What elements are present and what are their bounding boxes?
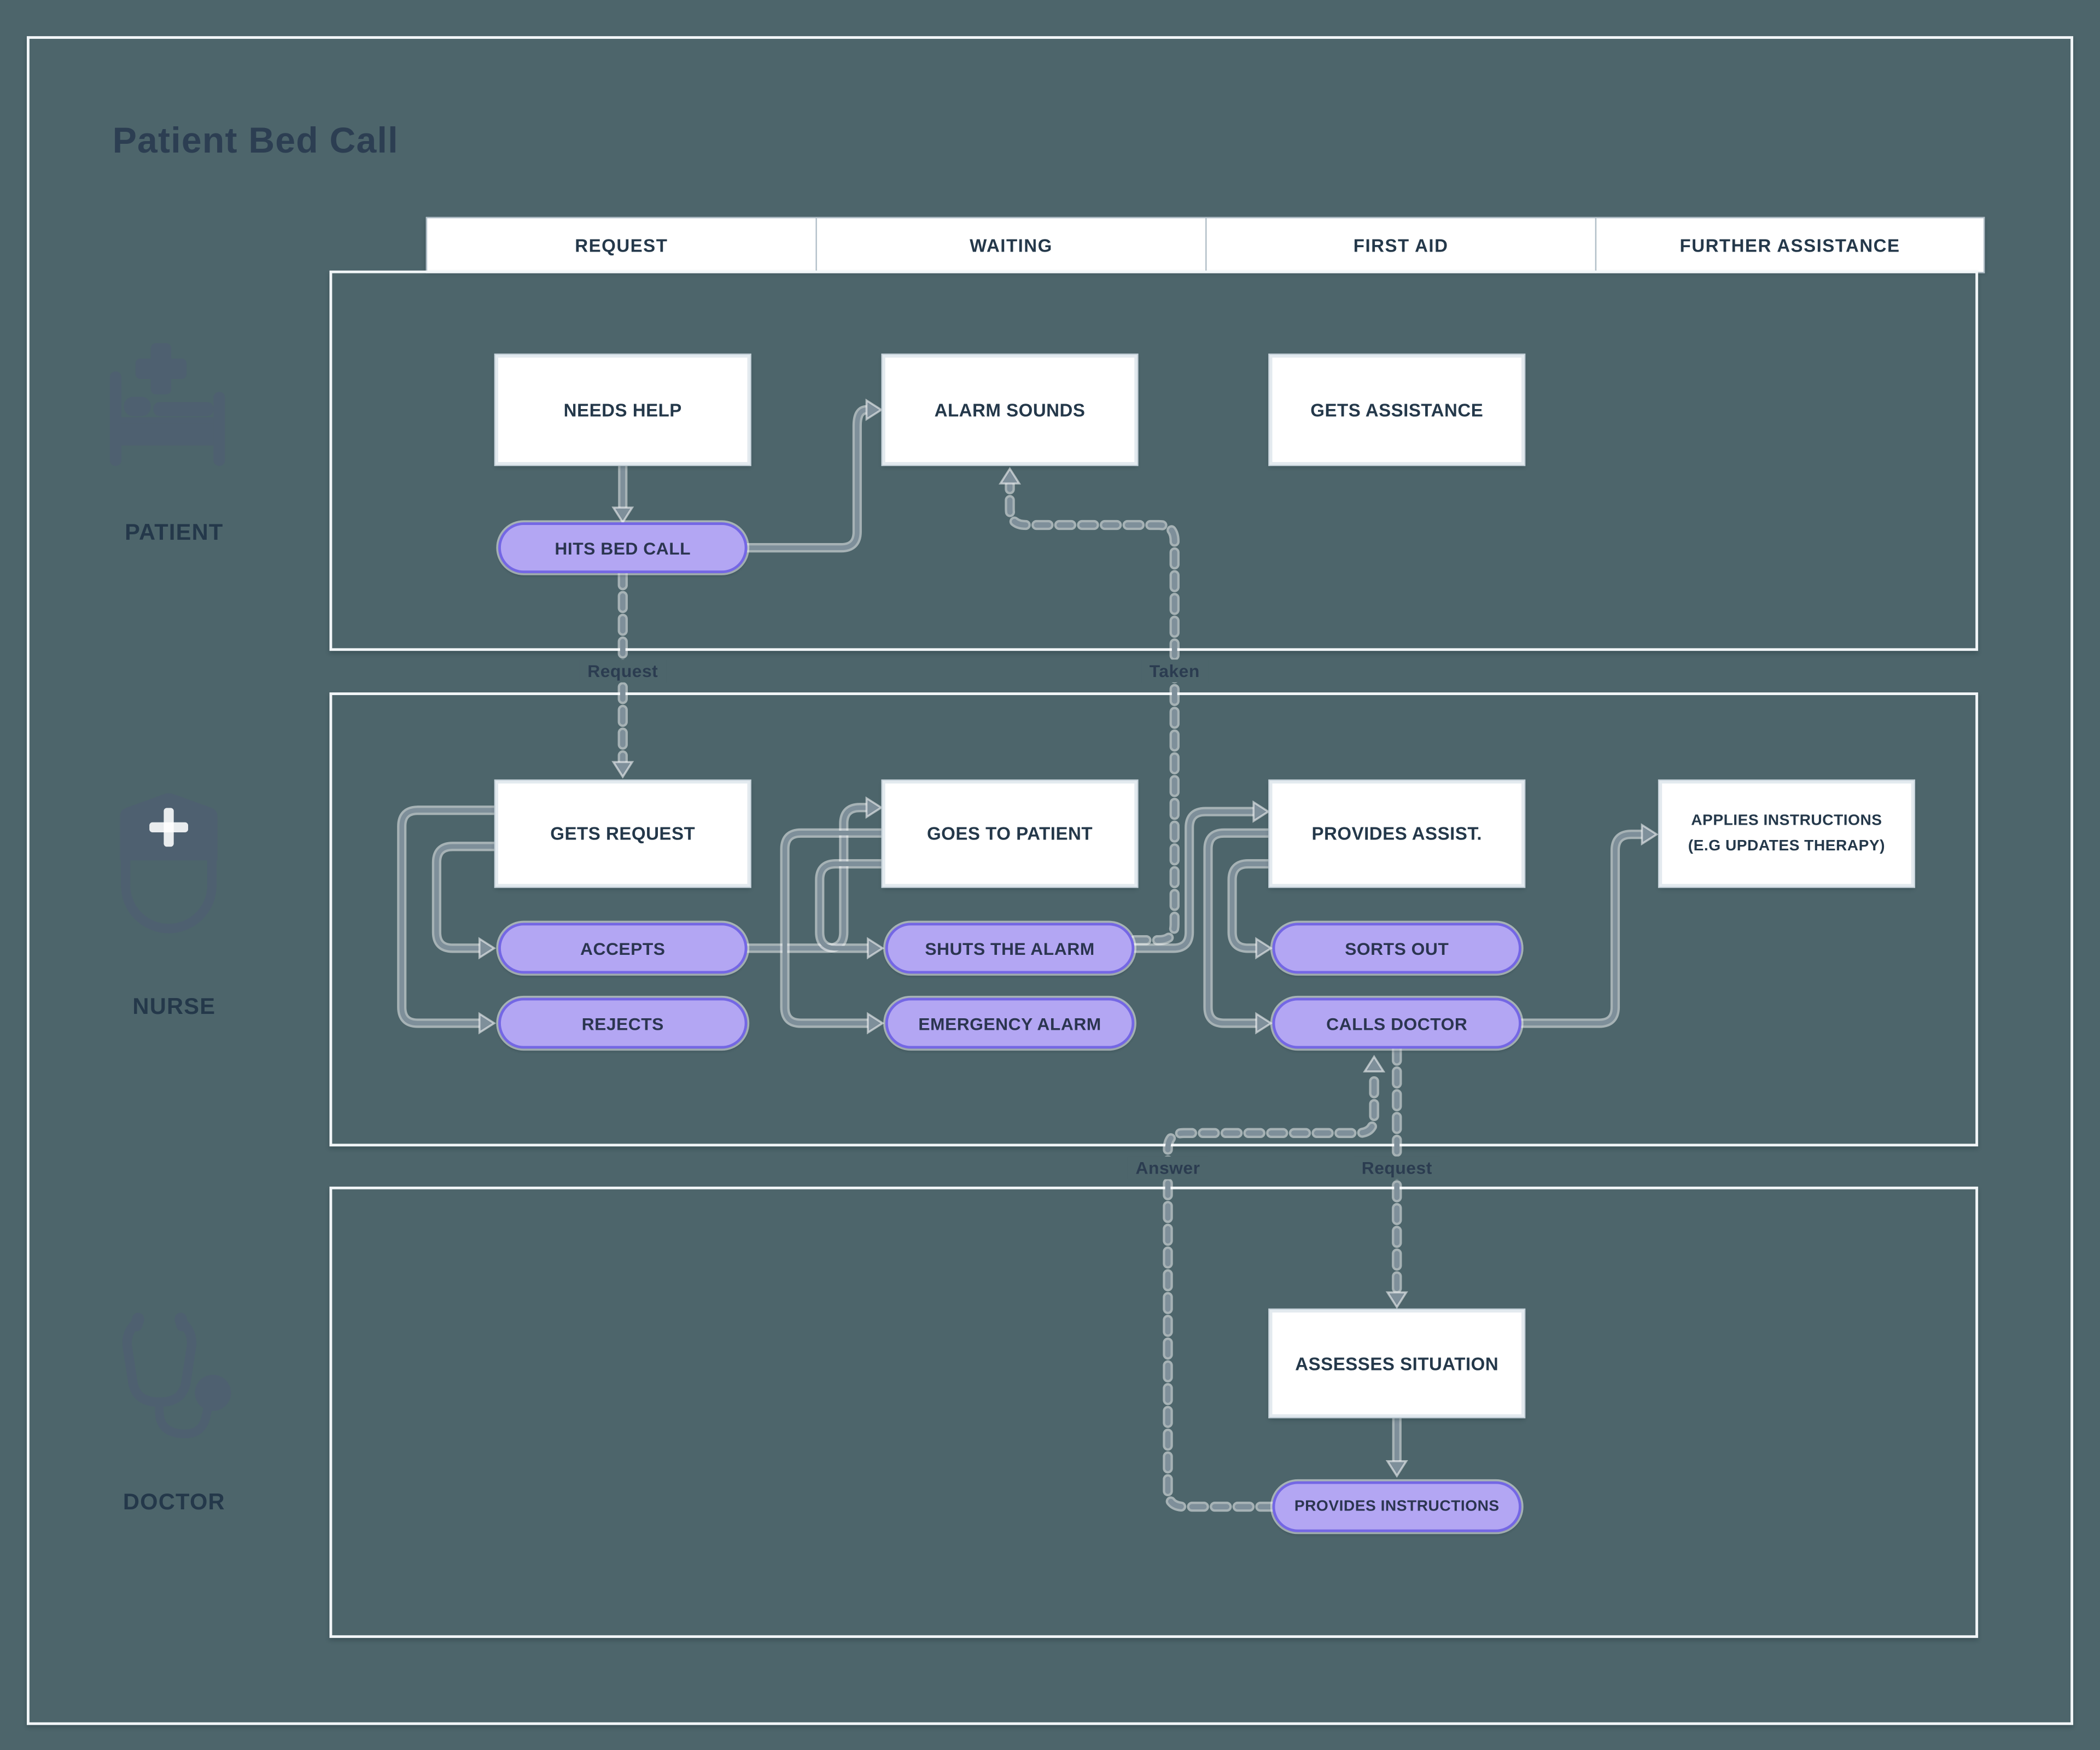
lane-label-nurse: NURSE [132, 994, 216, 1019]
phase-header-row: REQUEST WAITING FIRST AID FURTHER ASSIST… [425, 217, 1985, 273]
phase-header-request: REQUEST [425, 217, 817, 273]
nurse-cap-icon [120, 793, 218, 934]
edge-label-taken: Taken [1141, 660, 1208, 682]
node-applies-instructions[interactable]: APPLIES INSTRUCTIONS (E.G UPDATES THERAP… [1659, 780, 1914, 887]
node-emergency-alarm[interactable]: EMERGENCY ALARM [885, 998, 1135, 1049]
lane-label-patient: PATIENT [125, 520, 224, 545]
edge-label-request-to-nurse: Request [579, 660, 667, 682]
node-rejects[interactable]: REJECTS [498, 998, 748, 1049]
node-alarm-sounds[interactable]: ALARM SOUNDS [882, 354, 1138, 465]
applies-instructions-line1: APPLIES INSTRUCTIONS [1691, 813, 1882, 830]
lane-nurse [329, 692, 1979, 1147]
patient-bed-icon [109, 343, 225, 466]
node-gets-assistance[interactable]: GETS ASSISTANCE [1269, 354, 1524, 465]
edge-answer-provides-instructions-to-calls-doctor [1163, 1054, 1386, 1512]
lane-label-doctor: DOCTOR [122, 1489, 225, 1515]
edge-gets-request-to-rejects [397, 806, 500, 1035]
edge-assesses-situation-to-provides-instructions [1385, 1412, 1408, 1478]
edge-accepts-to-goes-to-patient [742, 796, 883, 953]
node-hits-bed-call[interactable]: HITS BED CALL [498, 522, 748, 574]
node-provides-instructions[interactable]: PROVIDES INSTRUCTIONS [1272, 1481, 1522, 1532]
node-needs-help[interactable]: NEEDS HELP [495, 354, 750, 465]
outer-frame [26, 36, 2074, 1725]
edge-calls-doctor-to-applies-instructions [1516, 823, 1659, 1028]
node-provides-assist[interactable]: PROVIDES ASSIST. [1269, 780, 1524, 887]
edge-label-request-to-doctor: Request [1354, 1156, 1440, 1180]
node-calls-doctor[interactable]: CALLS DOCTOR [1272, 998, 1522, 1049]
edge-gets-request-to-accepts [431, 842, 500, 960]
edge-taken-shuts-alarm-to-alarm-sounds [999, 466, 1180, 946]
edge-goes-to-patient-to-emergency-alarm [780, 828, 888, 1035]
edge-goes-to-patient-to-shuts-the-alarm [815, 859, 888, 960]
applies-instructions-line2: (E.G UPDATES THERAPY) [1688, 837, 1886, 854]
node-assesses-situation[interactable]: ASSESSES SITUATION [1269, 1310, 1524, 1418]
edge-needs-help-to-hits-bed-call [611, 460, 634, 524]
edge-label-answer: Answer [1127, 1156, 1209, 1180]
edge-provides-assist-to-calls-doctor [1203, 828, 1275, 1035]
edge-hits-bed-call-to-alarm-sounds [742, 398, 883, 553]
phase-header-first-aid: FIRST AID [1206, 217, 1597, 273]
lane-patient [329, 270, 1979, 651]
node-gets-request[interactable]: GETS REQUEST [495, 780, 750, 887]
node-accepts[interactable]: ACCEPTS [498, 923, 748, 974]
node-sorts-out[interactable]: SORTS OUT [1272, 923, 1522, 974]
phase-header-further-assistance: FURTHER ASSISTANCE [1596, 217, 1985, 273]
node-goes-to-patient[interactable]: GOES TO PATIENT [882, 780, 1138, 887]
doctor-stethoscope-icon [122, 1312, 231, 1438]
node-shuts-the-alarm[interactable]: SHUTS THE ALARM [885, 923, 1135, 974]
page-title: Patient Bed Call [112, 120, 399, 161]
lane-doctor [329, 1186, 1979, 1638]
phase-header-waiting: WAITING [816, 217, 1207, 273]
edge-shuts-the-alarm-to-provides-assist [1129, 800, 1270, 953]
edge-provides-assist-to-sorts-out [1227, 859, 1275, 960]
